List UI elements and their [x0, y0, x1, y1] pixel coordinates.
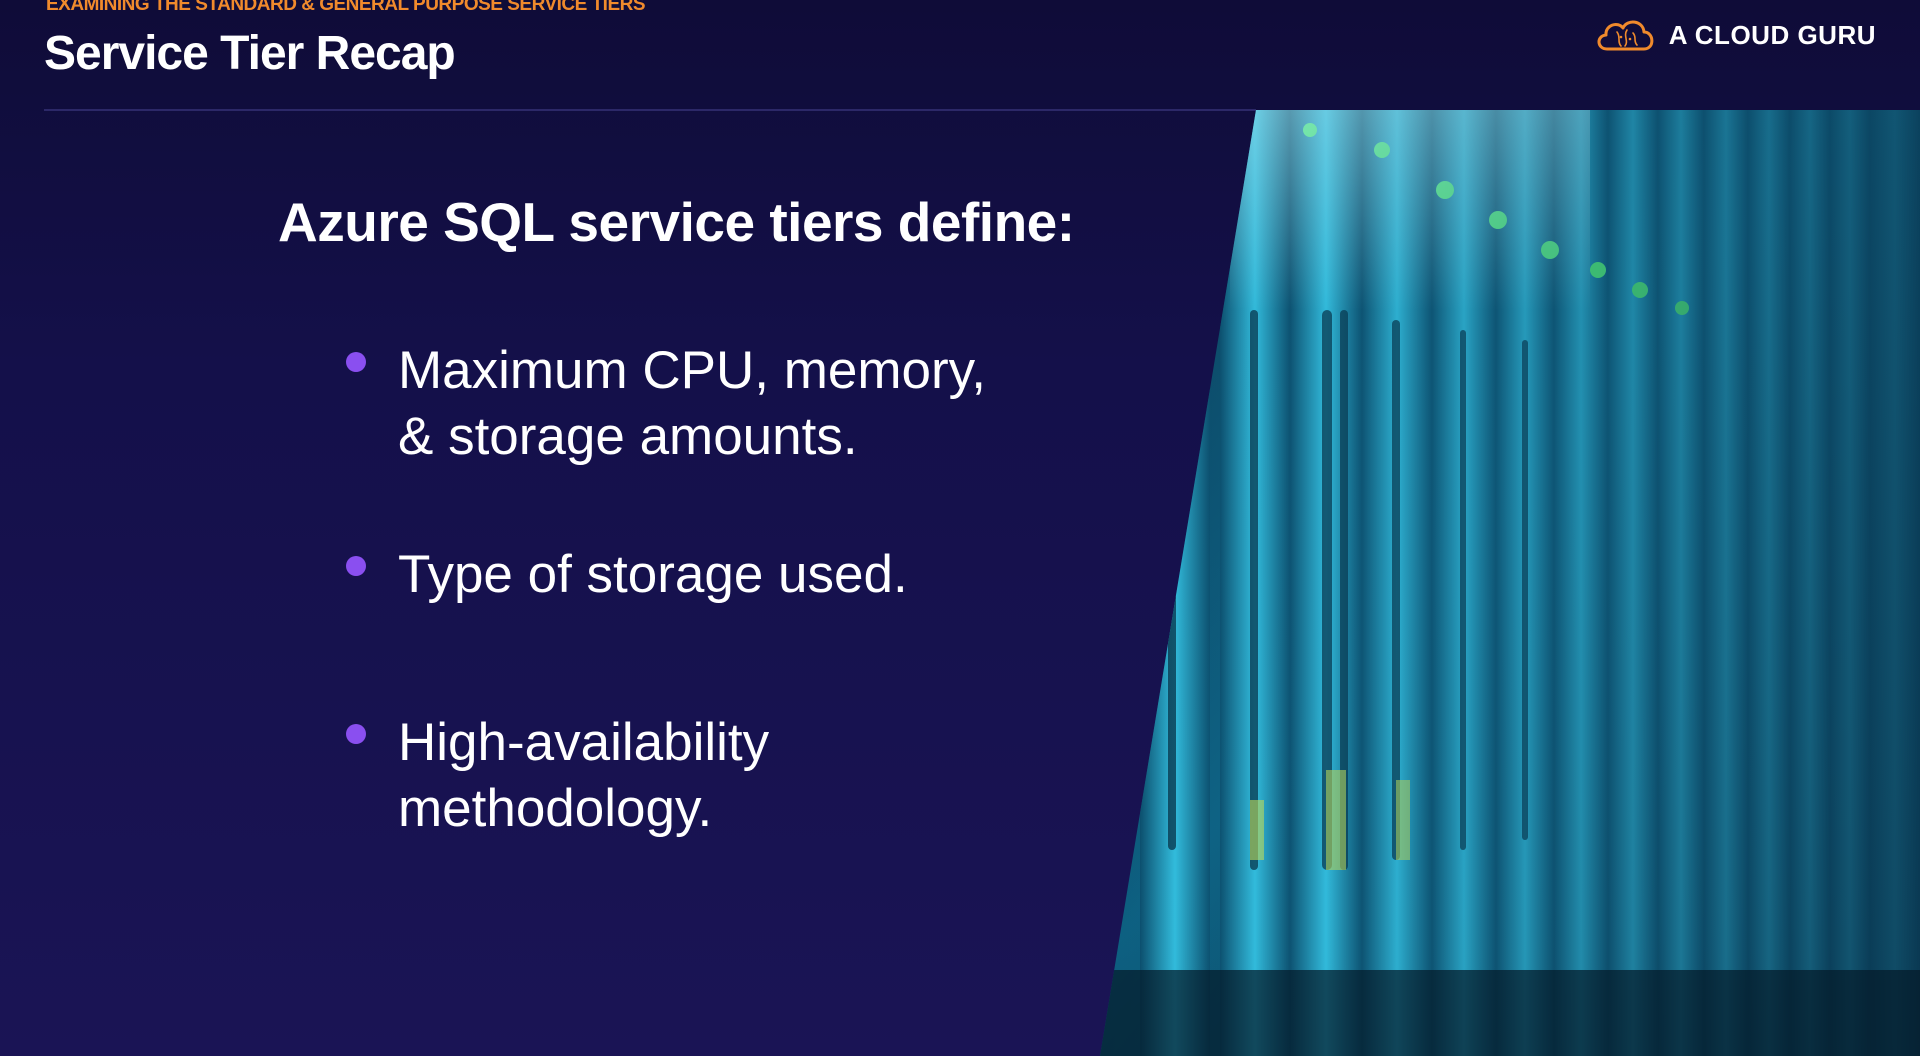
bullet-line: & storage amounts. — [398, 407, 858, 466]
bullet-item: High-availability methodology. — [346, 710, 1066, 842]
bullet-dot-icon — [346, 724, 366, 744]
cloud-brain-icon — [1597, 20, 1654, 51]
server-rack-photo — [1100, 110, 1920, 1056]
header-divider — [44, 109, 1256, 111]
bullet-line: Type of storage used. — [398, 545, 908, 604]
bullet-list: Maximum CPU, memory, & storage amounts. … — [346, 338, 1066, 842]
logo-text: A CLOUD GURU — [1668, 19, 1876, 50]
slide-title: Service Tier Recap — [44, 27, 456, 80]
bullet-item: Maximum CPU, memory, & storage amounts. — [346, 338, 1066, 470]
brand-logo: A CLOUD GURU — [1593, 14, 1876, 56]
bullet-dot-icon — [346, 352, 366, 372]
content-heading: Azure SQL service tiers define: — [278, 191, 1075, 253]
bullet-line: methodology. — [398, 779, 713, 838]
bullet-line: Maximum CPU, memory, — [398, 341, 986, 400]
slide-header: EXAMINING THE STANDARD & GENERAL PURPOSE… — [0, 0, 1920, 110]
bullet-dot-icon — [346, 556, 366, 576]
bullet-line: High-availability — [398, 713, 770, 772]
section-eyebrow: EXAMINING THE STANDARD & GENERAL PURPOSE… — [46, 0, 646, 15]
server-rack-image — [1100, 110, 1920, 1056]
bullet-item: Type of storage used. — [346, 542, 1066, 608]
